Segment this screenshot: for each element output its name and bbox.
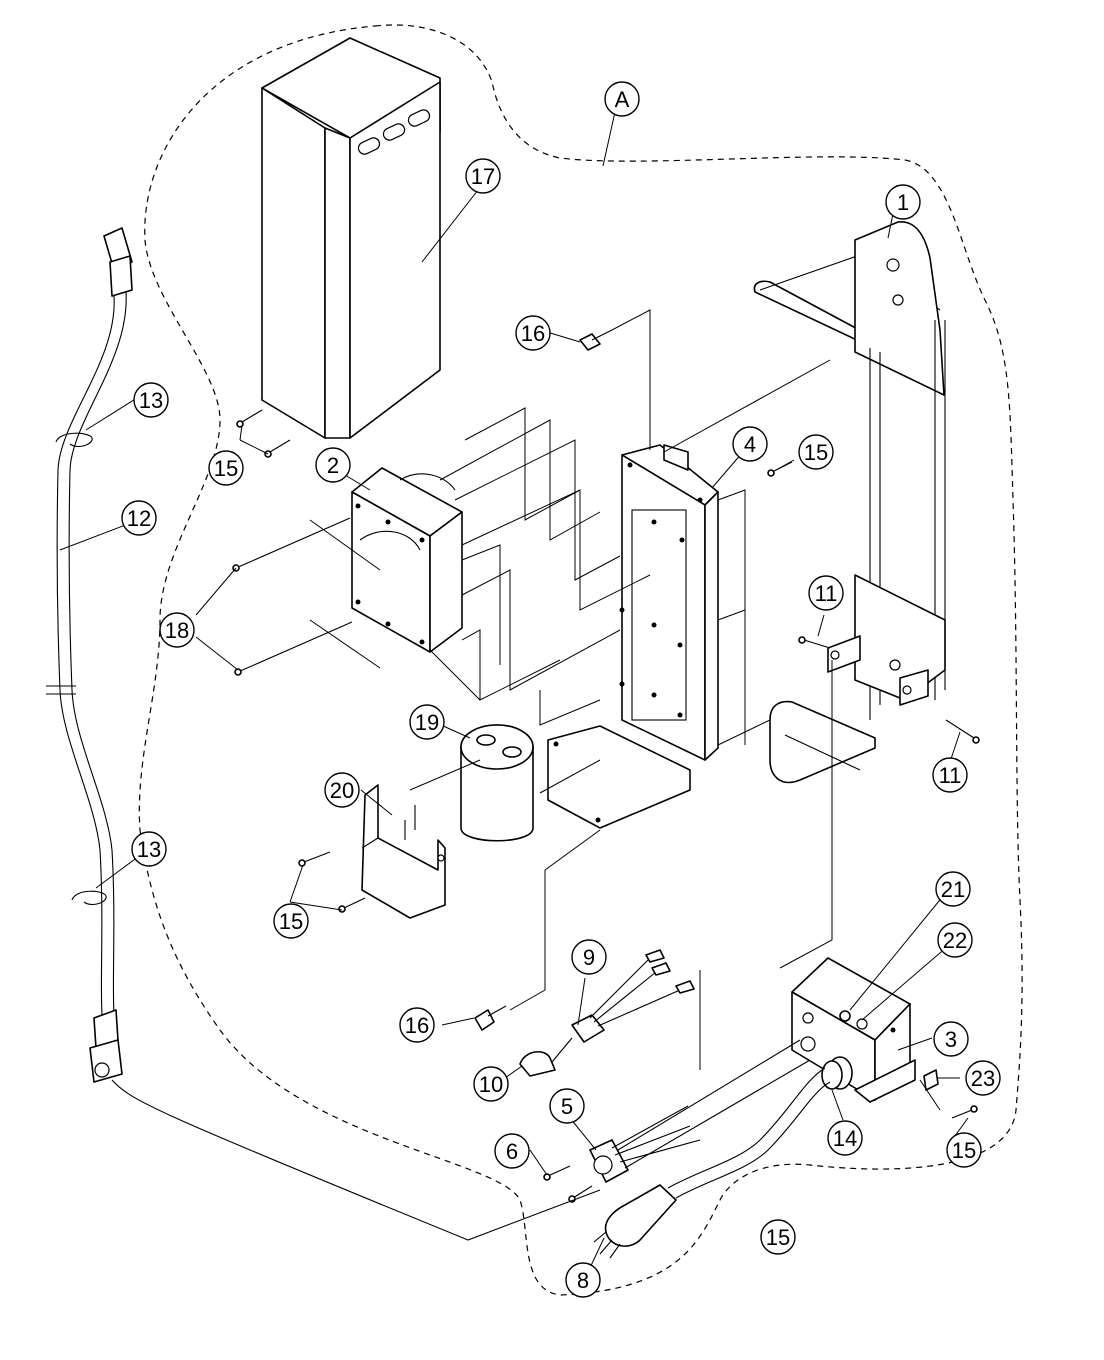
callout-number: 15	[952, 1138, 976, 1163]
cable-clips-part-13	[55, 432, 107, 905]
callout-number: 20	[330, 778, 354, 803]
screws-part-6	[543, 1165, 593, 1203]
callout-balloon-15: 15	[798, 434, 834, 470]
callout-number: 18	[165, 618, 189, 643]
callout-number: 15	[214, 456, 238, 481]
callout-balloon-21: 21	[935, 871, 971, 907]
callout-number: 4	[744, 432, 756, 457]
callout-balloon-12: 12	[121, 500, 157, 536]
transformer-part-2	[351, 467, 463, 653]
callout-number: 15	[766, 1225, 790, 1250]
callout-number: 12	[127, 506, 151, 531]
callout-balloon-5: 5	[549, 1088, 585, 1124]
callout-number: 8	[577, 1268, 589, 1293]
callout-balloon-8: 8	[565, 1262, 601, 1298]
callout-number: 22	[943, 928, 967, 953]
plug-part-8	[593, 1184, 677, 1259]
mounting-frame-part-4	[547, 444, 719, 829]
callout-balloon-16: 16	[515, 315, 551, 351]
callout-balloon-6: 6	[494, 1133, 530, 1169]
callout-balloon-1: 1	[885, 184, 921, 220]
callout-balloon-2: 2	[315, 447, 351, 483]
region-label: A	[615, 87, 630, 112]
callout-balloon-19: 19	[409, 704, 445, 740]
callout-balloon-18: 18	[159, 612, 195, 648]
capacitor-part-19	[460, 724, 534, 842]
callout-number: 2	[327, 453, 339, 478]
callout-number: 17	[471, 164, 495, 189]
switch-boot-part-10	[519, 1037, 573, 1077]
callout-balloon-15: 15	[760, 1219, 796, 1255]
bracket-part-1	[753, 221, 946, 784]
callout-number: 16	[521, 321, 545, 346]
exploded-axis-lines	[309, 309, 941, 1111]
callout-leaders	[59, 111, 969, 1273]
callout-number: 23	[971, 1066, 995, 1091]
screws-part-11	[798, 636, 980, 744]
callout-number: 13	[139, 388, 163, 413]
callout-balloon-20: 20	[324, 772, 360, 808]
callout-balloon-23: 23	[965, 1060, 1001, 1096]
callout-balloon-17: 17	[465, 158, 501, 194]
capacitor-bracket-part-20	[361, 784, 446, 919]
screw-group-15-bracket	[298, 851, 366, 913]
assembly-region-outline	[138, 24, 1023, 1296]
screw-15-frame	[767, 461, 793, 477]
callout-number: 21	[941, 877, 965, 902]
callout-balloon-13: 13	[133, 382, 169, 418]
callout-balloon-11: 11	[808, 575, 844, 611]
receptacle-part-5	[589, 1039, 811, 1183]
junction-box-part-3	[791, 957, 916, 1103]
callout-balloon-3: 3	[933, 1021, 969, 1057]
callout-balloon-9: 9	[571, 939, 607, 975]
region-label-balloon: A	[604, 81, 640, 117]
callout-balloon-15: 15	[208, 450, 244, 486]
callout-number: 11	[815, 581, 838, 606]
callout-number: 10	[479, 1072, 503, 1097]
callout-number: 13	[137, 837, 161, 862]
callout-number: 19	[415, 710, 439, 735]
strain-relief-part-14	[667, 1056, 853, 1199]
screw-16-top	[579, 329, 613, 351]
callout-number: 16	[405, 1013, 429, 1038]
callout-balloon-13: 13	[131, 831, 167, 867]
callout-balloons: A123456891011111213131415151515151616171…	[121, 81, 1001, 1298]
callout-number: 15	[804, 440, 828, 465]
callout-number: 5	[561, 1094, 573, 1119]
callout-number: 15	[279, 909, 303, 934]
callout-balloon-11: 11	[932, 757, 968, 793]
callout-balloon-22: 22	[937, 922, 973, 958]
screw-16-bottom	[474, 1005, 507, 1031]
callout-number: 11	[939, 763, 962, 788]
terminal-part-23	[923, 1069, 939, 1091]
callout-balloon-15: 15	[273, 903, 309, 939]
cover-part-17	[261, 37, 441, 439]
callout-number: 1	[897, 190, 909, 215]
callout-number: 3	[945, 1027, 957, 1052]
bolts-part-18	[232, 517, 353, 676]
callout-number: 6	[506, 1139, 518, 1164]
callout-balloon-10: 10	[473, 1066, 509, 1102]
callout-balloon-16: 16	[399, 1007, 435, 1043]
switch-part-9	[571, 949, 695, 1043]
screw-15-box	[951, 1105, 978, 1119]
callout-balloon-4: 4	[732, 426, 768, 462]
screw-group-15-cover	[236, 409, 291, 458]
callout-number: 14	[833, 1126, 857, 1151]
callout-number: 9	[583, 945, 595, 970]
callout-balloon-15: 15	[946, 1132, 982, 1168]
cable-part-12	[46, 227, 601, 1241]
callout-balloon-14: 14	[827, 1120, 863, 1156]
